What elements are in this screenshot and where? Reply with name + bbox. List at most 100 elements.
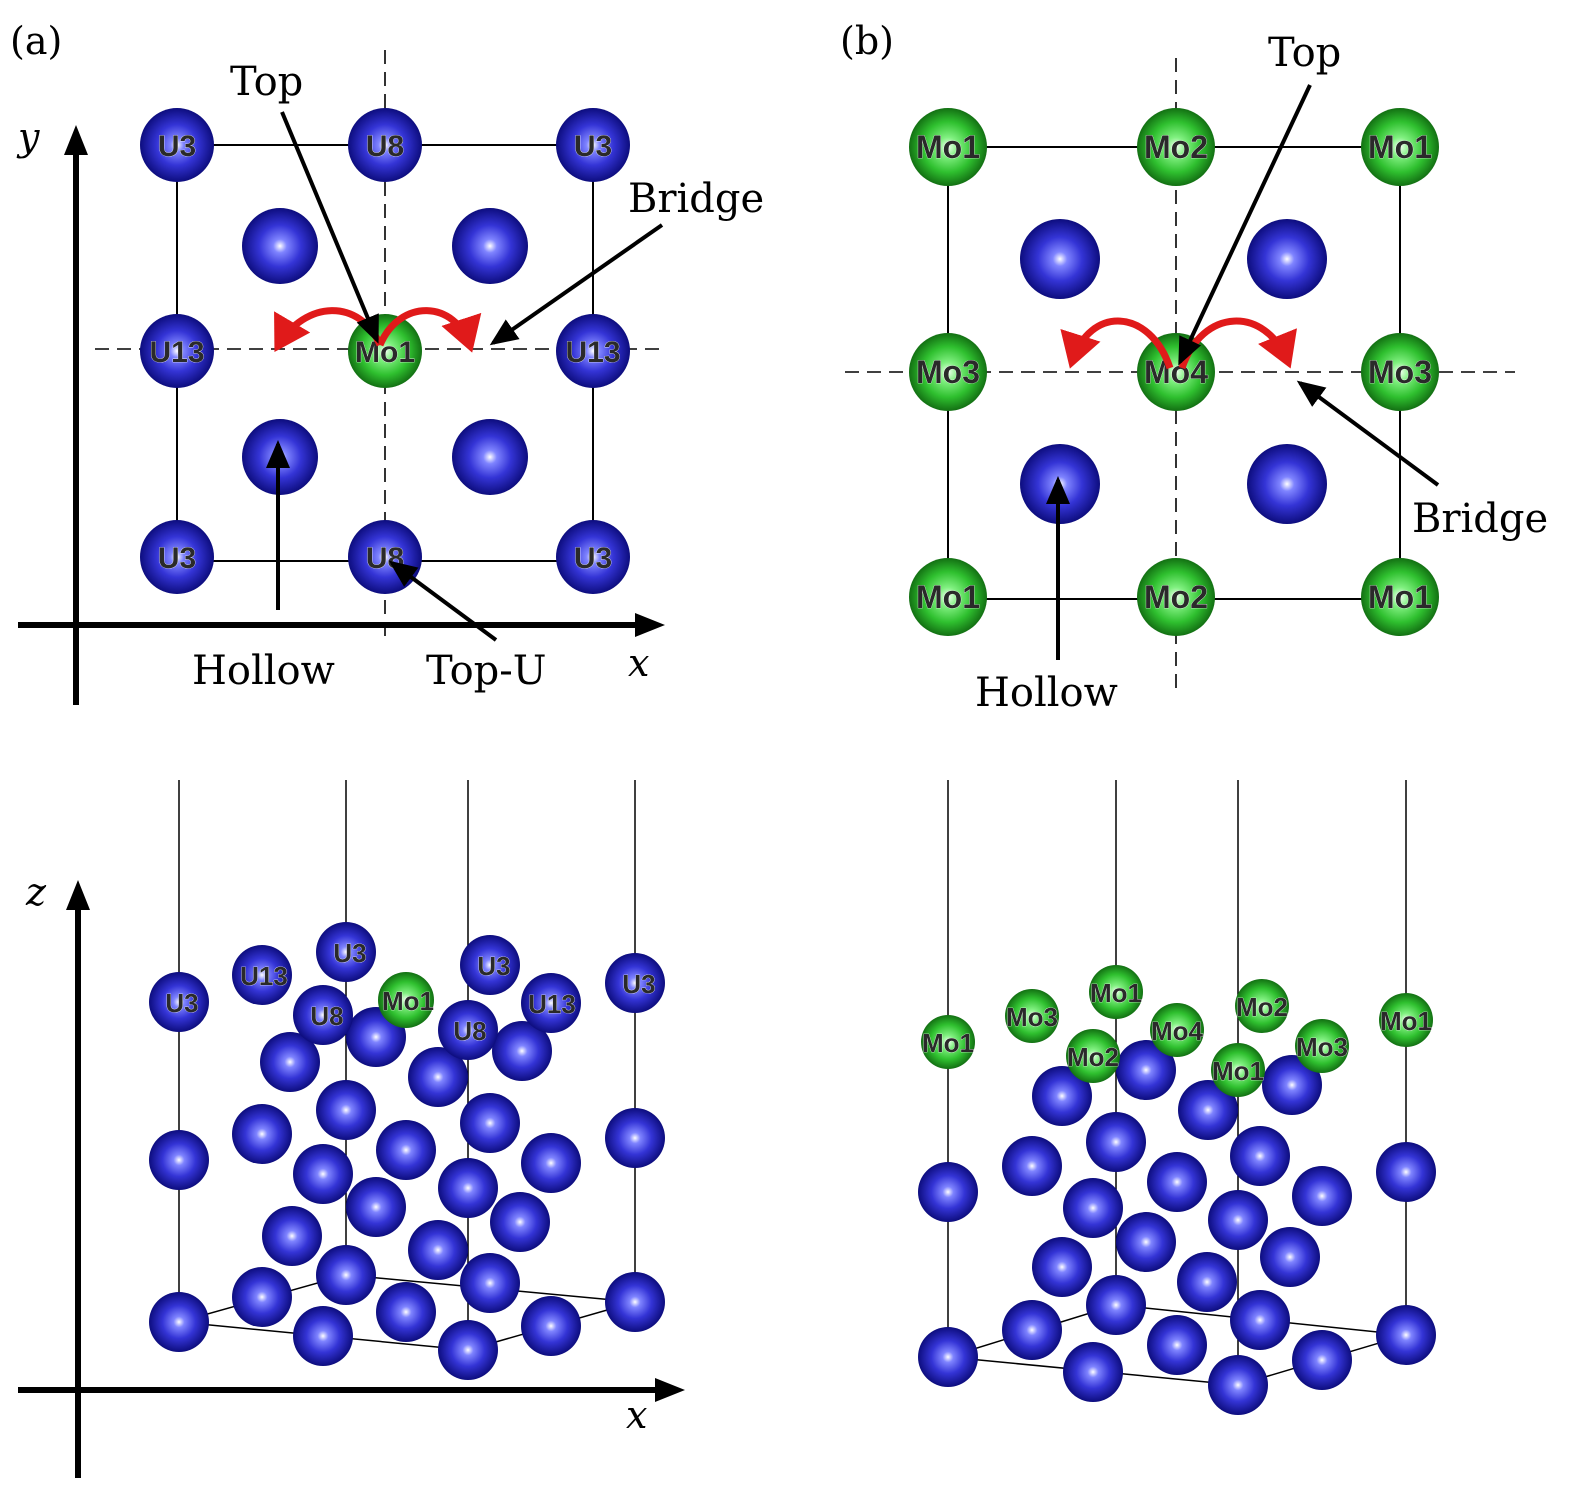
uranium-atom [556, 108, 630, 182]
uranium-atom [605, 1108, 665, 1168]
uranium-atom [140, 314, 214, 388]
uranium-atom [242, 208, 318, 284]
atom-label: U13 [149, 336, 204, 369]
atom-label: Mo3 [1296, 1032, 1348, 1062]
uranium-atom [452, 419, 528, 495]
molybdenum-atom [378, 972, 434, 1028]
atom-label: Mo1 [922, 1028, 974, 1058]
uranium-atom [1262, 1055, 1322, 1115]
atom-label: Mo1 [1368, 579, 1432, 615]
uranium-atom [605, 953, 665, 1013]
uranium-atom [492, 1021, 552, 1081]
molybdenum-atom [1005, 989, 1059, 1043]
uranium-atom [1376, 1142, 1436, 1202]
molybdenum-atom [1361, 333, 1439, 411]
panel-b-label: (b) [840, 19, 894, 63]
molybdenum-atom [1235, 979, 1289, 1033]
atom-label: Mo1 [1212, 1056, 1264, 1086]
uranium-atom [140, 520, 214, 594]
atom-label: Mo3 [1006, 1002, 1058, 1032]
uranium-atom [1260, 1227, 1320, 1287]
atom-label: U13 [528, 989, 576, 1019]
uranium-atom [1002, 1300, 1062, 1360]
atom-label: U3 [477, 951, 510, 981]
atom-label: U13 [565, 336, 620, 369]
molybdenum-atom [1089, 965, 1143, 1019]
panel-b-side-view: Mo1 Mo2 Mo3 Mo1 Mo4 Mo1 Mo3 Mo2 Mo1 [918, 780, 1436, 1415]
uranium-atom [316, 922, 376, 982]
uranium-atom [1208, 1190, 1268, 1250]
uranium-atom [149, 1292, 209, 1352]
uranium-atom [140, 108, 214, 182]
uranium-atom [1116, 1040, 1176, 1100]
uranium-atom [1086, 1112, 1146, 1172]
uranium-atom [1063, 1342, 1123, 1402]
top-u-pointer-arrow [388, 560, 498, 642]
uranium-atom [149, 1130, 209, 1190]
uranium-atom [918, 1162, 978, 1222]
y-axis-arrowhead [64, 125, 88, 155]
uranium-atom [438, 1320, 498, 1380]
uranium-atom [1063, 1178, 1123, 1238]
molybdenum-atom [1137, 558, 1215, 636]
uranium-atom [348, 108, 422, 182]
atom-label: U3 [158, 542, 196, 575]
uranium-atom [521, 973, 581, 1033]
uranium-atom [1032, 1066, 1092, 1126]
uranium-atom [460, 935, 520, 995]
uranium-atom [316, 1245, 376, 1305]
uranium-atom [605, 1272, 665, 1332]
atom-label: U3 [622, 969, 655, 999]
uranium-atom [262, 1206, 322, 1266]
molybdenum-atom [1361, 108, 1439, 186]
uranium-atom [293, 1144, 353, 1204]
uranium-atom [521, 1133, 581, 1193]
y-axis-label: y [16, 115, 40, 159]
uranium-atom [376, 1120, 436, 1180]
atom-label: Mo4 [1144, 354, 1208, 390]
uranium-atom [346, 1177, 406, 1237]
atom-label: U3 [574, 130, 612, 163]
top-pointer-arrow [280, 111, 379, 344]
top-u-site-label: Top-U [426, 648, 547, 694]
uranium-atom [1177, 1252, 1237, 1312]
atom-label: U3 [165, 988, 198, 1018]
uranium-atom [1292, 1330, 1352, 1390]
uranium-atom [521, 1296, 581, 1356]
uranium-atom [1230, 1126, 1290, 1186]
molybdenum-atom [1150, 1003, 1204, 1057]
uranium-atom [556, 520, 630, 594]
uranium-atom [260, 1032, 320, 1092]
uranium-atom [408, 1047, 468, 1107]
molybdenum-atom [1137, 108, 1215, 186]
atom-label: Mo2 [1144, 579, 1208, 615]
uranium-atom [293, 985, 353, 1045]
atom-label: Mo3 [1368, 354, 1432, 390]
panel-b-top-view: (b) Mo1 Mo2 Mo1 Mo3 Mo4 Mo3 Mo1 Mo2 Mo1 … [840, 19, 1548, 716]
top-pointer-arrow [1178, 84, 1312, 366]
atom-label: Mo1 [1368, 129, 1432, 165]
bridge-site-label: Bridge [1412, 496, 1548, 542]
uranium-atom [1178, 1080, 1238, 1140]
x-axis-arrowhead [635, 613, 665, 637]
uranium-atom [1116, 1212, 1176, 1272]
atom-label: Mo2 [1144, 129, 1208, 165]
x-axis-label: x [626, 1393, 647, 1437]
uranium-atom [149, 972, 209, 1032]
uranium-atom [438, 1000, 498, 1060]
x-axis-label: x [628, 641, 649, 685]
molybdenum-atom [909, 333, 987, 411]
panel-a-label: (a) [10, 19, 62, 63]
atom-label: Mo1 [916, 129, 980, 165]
uranium-atom [1376, 1305, 1436, 1365]
uranium-atom [1147, 1315, 1207, 1375]
top-site-label: Top [230, 59, 303, 105]
uranium-atom [460, 1093, 520, 1153]
hollow-site-label: Hollow [975, 670, 1118, 716]
hollow-site-label: Hollow [192, 648, 335, 694]
uranium-atom [316, 1080, 376, 1140]
uranium-atom [460, 1253, 520, 1313]
uranium-atom [232, 1104, 292, 1164]
atom-label: U3 [574, 542, 612, 575]
